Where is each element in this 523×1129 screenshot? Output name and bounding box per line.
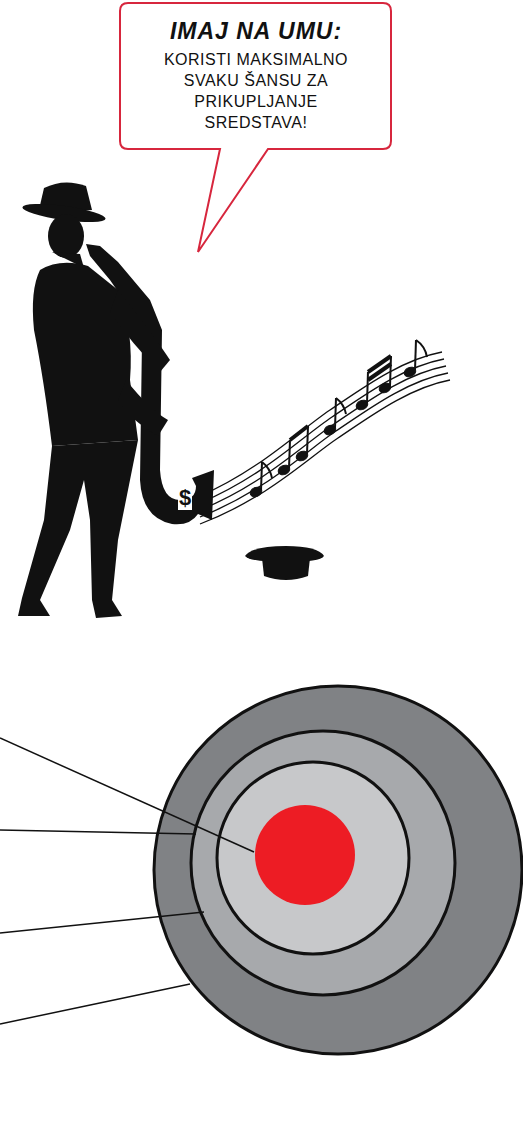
speech-bubble-shape — [120, 3, 391, 252]
bubble-text: KORISTI MAKSIMALNO SVAKU ŠANSU ZA PRIKUP… — [145, 49, 367, 133]
saxophonist-silhouette — [18, 182, 324, 618]
bubble-outline — [120, 3, 391, 252]
leader-lines — [0, 738, 254, 1024]
music-notes — [249, 340, 427, 499]
speech-bubble: IMAJ NA UMU: KORISTI MAKSIMALNO SVAKU ŠAN… — [120, 3, 392, 149]
target — [154, 686, 522, 1054]
music-staff — [200, 352, 450, 524]
bubble-heading: IMAJ NA UMU: — [136, 17, 376, 45]
dollar-sign: $ — [178, 486, 192, 510]
